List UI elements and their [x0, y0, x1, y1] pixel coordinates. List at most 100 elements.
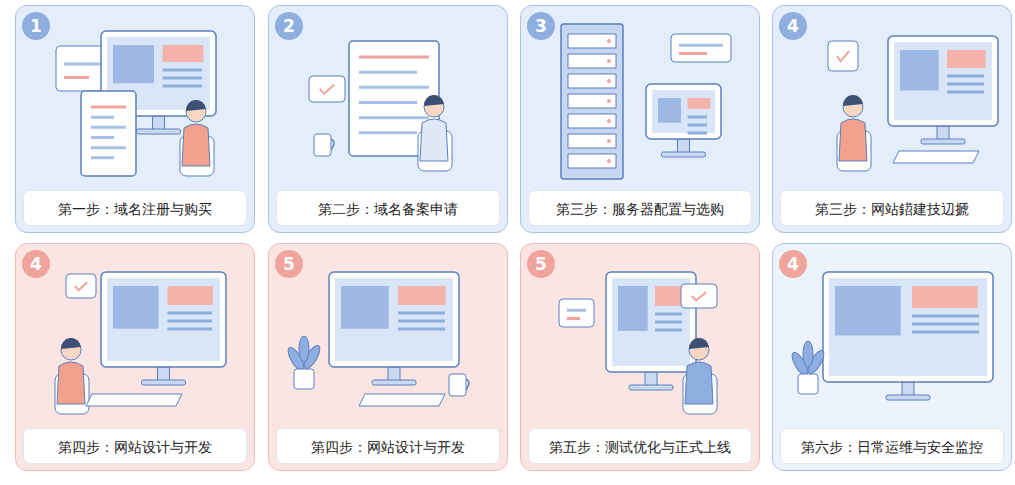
step-panel: 4 第四步：网站设计与开发 [15, 243, 255, 471]
server-unit [568, 114, 616, 128]
screen-line [163, 77, 203, 80]
person-body [839, 119, 867, 161]
server-unit [568, 34, 616, 48]
info-card [671, 34, 731, 62]
person-hair [843, 95, 863, 106]
screen-line [688, 124, 708, 127]
screen-line [655, 313, 682, 316]
keyboard [86, 394, 182, 406]
illustration-group [559, 272, 717, 414]
step-caption: 第一步：域名注册与购买 [23, 190, 247, 226]
screen-panel [947, 50, 986, 68]
monitor-screen [612, 278, 690, 366]
monitor-base [629, 385, 673, 390]
step-caption: 第二步：域名备案申请 [276, 190, 500, 226]
document-line [359, 116, 429, 119]
step-panel: 2 第二步：域名备案申请 [268, 5, 508, 233]
screen-line [947, 91, 984, 94]
document-line [91, 106, 126, 109]
screen-panel [835, 286, 901, 336]
screen-line [688, 132, 708, 135]
screen-panel [655, 286, 685, 306]
speech-bubble [309, 76, 345, 102]
document-line [91, 116, 114, 119]
step-number: 4 [22, 250, 50, 278]
monitor-frame [823, 272, 993, 382]
keyboard [359, 394, 445, 406]
illustration-group [56, 31, 216, 176]
person-hair [424, 95, 444, 106]
step-number: 4 [779, 250, 807, 278]
screen-line [912, 323, 979, 326]
document-line [91, 136, 114, 139]
card-line [64, 63, 103, 66]
screen-panel [341, 286, 389, 329]
monitor-base [137, 129, 181, 134]
server-unit [568, 94, 616, 108]
step-caption: 第四步：网站设计与开发 [23, 428, 247, 464]
step-caption: 第四步：网站设计与开发 [276, 428, 500, 464]
keyboard [893, 151, 979, 163]
illustration-group [285, 272, 469, 406]
screen-line [655, 329, 682, 332]
step-panel: 5第五步：测试优化与正式上线 [520, 243, 760, 471]
monitor-base [921, 139, 965, 144]
step-caption: 第六步：日常运维与安全监控 [780, 428, 1004, 464]
server-unit [568, 54, 616, 68]
screen-line [168, 320, 213, 323]
server-light [607, 139, 611, 143]
monitor-base [886, 395, 930, 400]
document-line [359, 86, 429, 89]
cup [314, 134, 331, 156]
step-number: 2 [275, 12, 303, 40]
step-panel: 1第一步：域名注册与购买 [15, 5, 255, 233]
screen-line [163, 85, 203, 88]
server-light [607, 159, 611, 163]
step-number: 3 [527, 12, 555, 40]
monitor-screen [335, 278, 453, 361]
monitor-stand [158, 367, 170, 381]
card-line [64, 76, 89, 79]
cup [449, 374, 466, 396]
monitor-stand [678, 139, 690, 153]
person-hair [689, 338, 709, 349]
monitor-frame [646, 84, 721, 139]
person-hair [61, 338, 81, 349]
server-light [607, 39, 611, 43]
step-panel: 4第三步：网站鍣建技辺搋 [772, 5, 1012, 233]
server-light [607, 79, 611, 83]
document-line [359, 131, 417, 134]
plant-pot [798, 374, 818, 394]
monitor-frame [329, 272, 459, 367]
screen-line [688, 116, 708, 119]
person-body [57, 362, 85, 404]
monitor-frame [101, 272, 226, 367]
screen-line [163, 69, 203, 72]
illustration-group [789, 272, 993, 400]
screen-panel [113, 45, 154, 83]
plant-leaf [803, 341, 813, 367]
screen-panel [618, 286, 648, 331]
monitor-screen [107, 278, 220, 361]
person-body [685, 362, 713, 404]
screen-line [168, 328, 213, 331]
monitor-base [372, 380, 416, 385]
person-body [182, 124, 210, 166]
check-mark [692, 292, 706, 300]
person-body [420, 119, 448, 161]
server-rack [561, 24, 623, 179]
card-line [567, 309, 586, 312]
server-light [607, 99, 611, 103]
monitor-stand [645, 372, 657, 386]
screen-line [947, 75, 984, 78]
illustration-group [828, 36, 998, 171]
plant-leaf [299, 336, 309, 362]
person-hair [186, 100, 206, 111]
screen-line [655, 321, 682, 324]
monitor-screen [652, 90, 715, 133]
monitor-screen [894, 42, 992, 120]
monitor-base [142, 380, 186, 385]
screen-panel [688, 98, 711, 109]
screen-line [912, 331, 979, 334]
speech-bubble [681, 284, 717, 308]
